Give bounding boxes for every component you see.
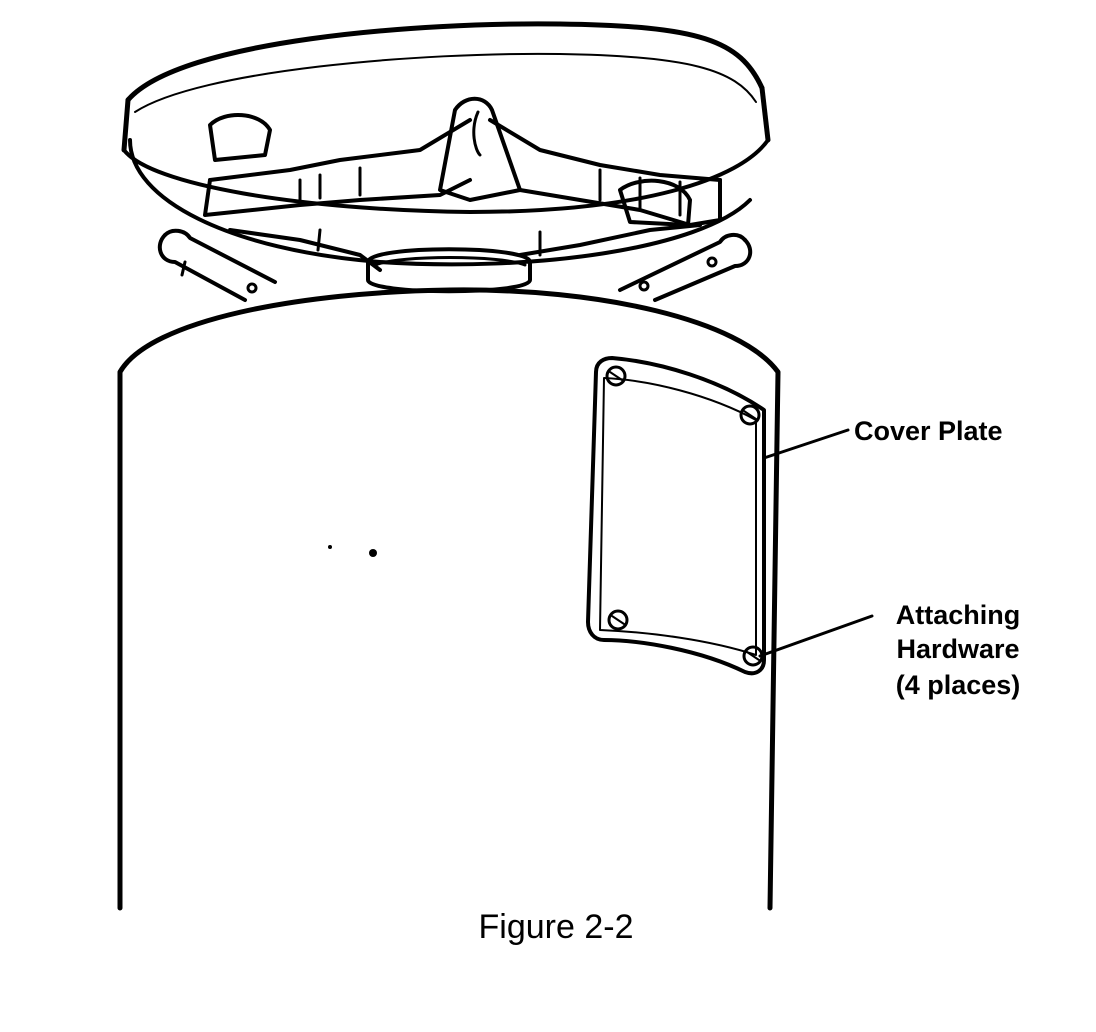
cross-tubes <box>157 228 753 302</box>
hardware-leader-line <box>758 614 874 658</box>
cylinder-body <box>117 287 781 911</box>
spider-frame <box>203 96 722 294</box>
screw-icon <box>607 609 629 631</box>
hardware-label-line2: Hardware <box>896 634 1019 664</box>
hardware-label-line3: (4 places) <box>896 670 1021 700</box>
cover-plate-label: Cover Plate <box>854 416 1003 446</box>
figure-caption: Figure 2-2 <box>479 908 634 946</box>
screw-icon <box>739 404 761 426</box>
cover-plate-leader-line <box>762 428 850 460</box>
cover-plate <box>586 356 766 676</box>
hardware-label-line1: Attaching <box>896 600 1021 630</box>
screw-icon <box>605 365 627 387</box>
